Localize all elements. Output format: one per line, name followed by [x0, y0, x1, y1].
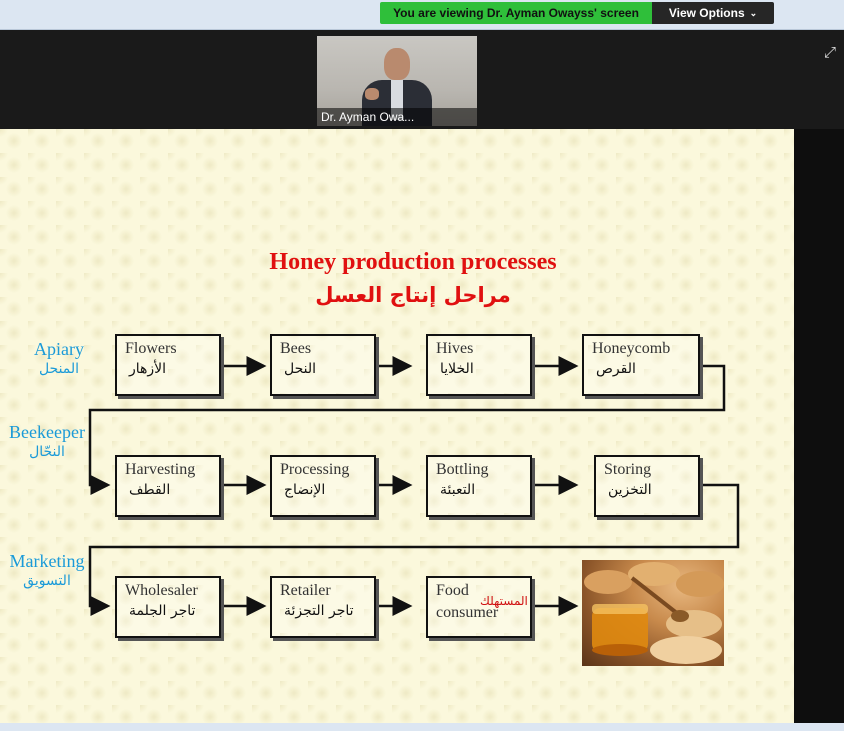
viewing-status-text: You are viewing Dr. Ayman Owayss' screen: [380, 2, 652, 24]
stage-label-ar: المنحل: [38, 361, 80, 377]
process-box-processing: Processing الإنضاج: [270, 455, 376, 517]
process-label-en: Hives: [436, 340, 474, 357]
participant-name: Dr. Ayman Owa...: [317, 108, 477, 126]
process-label-en: Storing: [604, 461, 652, 478]
honey-bread-photo: [582, 560, 724, 666]
process-label-ar: الخلايا: [440, 361, 474, 377]
stage-label-ar: النحّال: [29, 444, 65, 460]
viewing-banner: You are viewing Dr. Ayman Owayss' screen…: [380, 2, 774, 24]
process-label-ar: النحل: [284, 361, 317, 377]
process-box-bees: Bees النحل: [270, 334, 376, 396]
process-box-honeycomb: Honeycomb القرص: [582, 334, 700, 396]
stage-label-beekeeper: Beekeeper النحّال: [2, 422, 92, 462]
participant-hand: [365, 88, 379, 100]
process-box-bottling: Bottling التعبئة: [426, 455, 532, 517]
process-label-ar: الأزهار: [129, 361, 167, 377]
process-label-en: Wholesaler: [125, 582, 198, 599]
slide-title-arabic: مراحل إنتاج العسل: [315, 283, 511, 307]
process-label-ar: المستهلك: [480, 594, 528, 608]
process-label-en-line2: consumer: [436, 604, 499, 621]
stage-label-en: Apiary: [34, 339, 84, 359]
process-box-hives: Hives الخلايا: [426, 334, 532, 396]
process-label-en: Flowers: [125, 340, 177, 357]
slide-title-english: Honey production processes: [269, 249, 557, 275]
view-options-button[interactable]: View Options ⌄: [652, 2, 774, 24]
process-label-en: Honeycomb: [592, 340, 671, 357]
process-label-en: Retailer: [280, 582, 331, 599]
process-box-flowers: Flowers الأزهار: [115, 334, 221, 396]
process-label-en-line1: Food: [436, 582, 469, 599]
process-label-ar: القطف: [129, 482, 171, 498]
honey-jar-illustration: [584, 562, 724, 664]
top-bar: You are viewing Dr. Ayman Owayss' screen…: [0, 0, 844, 30]
process-box-storing: Storing التخزين: [594, 455, 700, 517]
process-box-harvesting: Harvesting القطف: [115, 455, 221, 517]
bottom-bar: [0, 723, 844, 731]
view-options-label: View Options: [668, 6, 745, 20]
participant-head: [384, 48, 410, 80]
stage-label-marketing: Marketing التسويق: [2, 551, 92, 591]
process-label-ar: الإنضاج: [284, 482, 326, 498]
process-box-wholesaler: Wholesaler تاجر الجلمة: [115, 576, 221, 638]
process-label-ar: تاجر التجزئة: [284, 603, 354, 619]
chevron-down-icon: ⌄: [749, 7, 758, 18]
process-label-ar: التعبئة: [440, 482, 476, 498]
stage-label-apiary: Apiary المنحل: [26, 339, 92, 379]
participant-video-tile[interactable]: Dr. Ayman Owa...: [317, 36, 477, 126]
process-label-ar: التخزين: [608, 482, 652, 498]
process-label-en: Bees: [280, 340, 312, 357]
process-label-ar: تاجر الجلمة: [129, 603, 196, 619]
video-strip: Dr. Ayman Owa... ⤢: [0, 31, 844, 129]
shared-slide: Honey production processes مراحل إنتاج ا…: [0, 129, 794, 723]
fullscreen-icon[interactable]: ⤢: [824, 44, 837, 61]
stage-label-ar: التسويق: [23, 573, 71, 589]
stage-label-en: Beekeeper: [9, 422, 85, 442]
slide-right-margin: [794, 129, 844, 723]
stage-label-en: Marketing: [9, 551, 85, 571]
process-label-en: Bottling: [436, 461, 489, 478]
process-box-retailer: Retailer تاجر التجزئة: [270, 576, 376, 638]
process-label-ar: القرص: [596, 361, 636, 377]
process-box-food-consumer: Food المستهلك consumer: [426, 576, 532, 638]
process-label-en: Processing: [280, 461, 350, 478]
process-label-en: Harvesting: [125, 461, 196, 478]
